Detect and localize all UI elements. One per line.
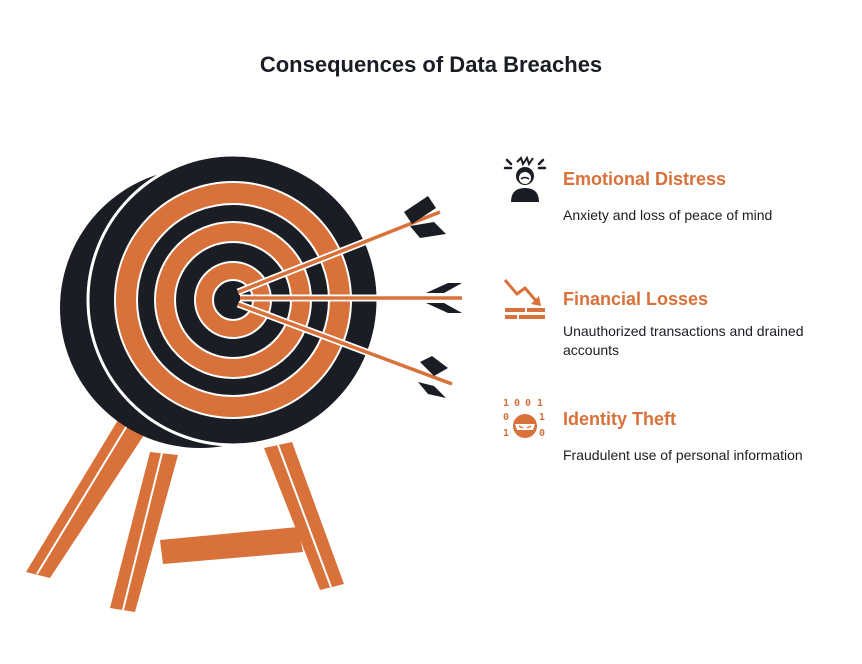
item-description-identity-theft: Fraudulent use of personal information bbox=[563, 447, 803, 463]
arrow-bottom bbox=[236, 300, 454, 398]
svg-text:1: 1 bbox=[503, 428, 509, 439]
svg-text:1: 1 bbox=[537, 398, 543, 409]
easel-left-leg bbox=[26, 420, 146, 578]
arrow-top bbox=[236, 196, 446, 296]
svg-text:0: 0 bbox=[539, 428, 545, 439]
item-description-financial-losses: Unauthorized transactions and drained ac… bbox=[563, 323, 804, 358]
svg-text:0: 0 bbox=[525, 398, 531, 409]
svg-text:1: 1 bbox=[503, 398, 509, 409]
target bbox=[60, 153, 380, 448]
svg-text:0: 0 bbox=[503, 412, 509, 423]
arrow-middle bbox=[240, 283, 462, 313]
svg-text:0: 0 bbox=[514, 398, 520, 409]
distressed-person-icon bbox=[503, 156, 547, 202]
easel bbox=[26, 420, 344, 612]
falling-money-icon bbox=[503, 279, 545, 319]
item-title-emotional-distress: Emotional Distress bbox=[563, 169, 727, 189]
item-title-identity-theft: Identity Theft bbox=[563, 409, 676, 429]
page-title: Consequences of Data Breaches bbox=[259, 52, 603, 77]
item-description-emotional-distress: Anxiety and loss of peace of mind bbox=[563, 207, 773, 223]
svg-text:1: 1 bbox=[539, 412, 545, 423]
masked-thief-binary-icon: 1 0 0 1 0 1 1 0 bbox=[503, 398, 545, 439]
easel-crossbar bbox=[160, 527, 303, 564]
easel-center-leg bbox=[110, 452, 178, 612]
item-title-financial-losses: Financial Losses bbox=[563, 289, 709, 309]
